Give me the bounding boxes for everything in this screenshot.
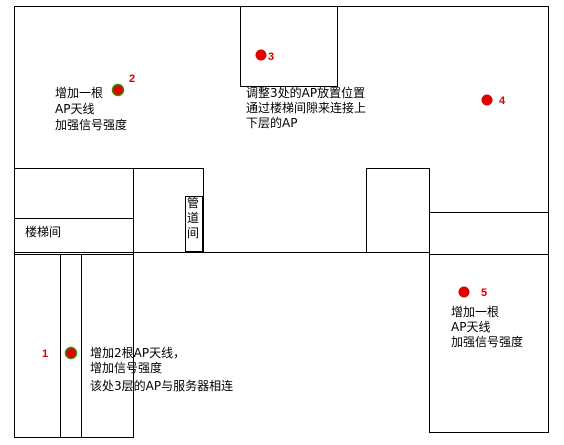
pipe-label-1: 管 xyxy=(187,195,199,210)
ap-note-3-line-1: 调整3处的AP放置位置 xyxy=(246,85,365,100)
ap-note-5-line-3: 加强信号强度 xyxy=(451,334,523,349)
ap-point-1: 1 增加2根AP天线， 增加信号强度 该处3层的AP与服务器相连 xyxy=(42,346,233,393)
ap-point-4: 4 xyxy=(481,94,506,107)
ap-number-5: 5 xyxy=(481,287,487,299)
ap-note-3-line-2: 通过楼梯间隙来连接上 xyxy=(246,100,366,115)
ap-marker-1 xyxy=(64,346,78,360)
ap-note-5-line-2: AP天线 xyxy=(451,320,490,334)
ap-note-2-line-2: AP天线 xyxy=(55,102,94,116)
middle-block xyxy=(366,168,430,253)
ap-note-1-line-1: 增加2根AP天线， xyxy=(90,346,185,360)
ap-note-3-line-3: 下层的AP xyxy=(246,115,297,130)
ap-note-2-line-3: 加强信号强度 xyxy=(55,117,127,132)
right-block xyxy=(429,212,549,433)
ap-note-5-line-1: 增加一根 xyxy=(451,305,499,319)
ap-note-1-line-2: 增加信号强度 xyxy=(90,360,162,375)
ap-marker-4 xyxy=(481,94,493,106)
top-room xyxy=(240,6,338,87)
pipe-label-2: 道 xyxy=(187,211,199,225)
ap-number-3: 3 xyxy=(268,51,274,63)
stair-block xyxy=(14,168,134,255)
ap-note-1-line-3: 该处3层的AP与服务器相连 xyxy=(90,378,233,393)
ap-point-2: 2 增加一根 AP天线 加强信号强度 xyxy=(55,73,135,132)
lower-corridor xyxy=(60,254,82,438)
stair-label: 楼梯间 xyxy=(25,224,61,239)
ap-note-2-line-1: 增加一根 xyxy=(55,86,103,100)
ap-marker-2 xyxy=(111,83,125,97)
pipe-label-3: 间 xyxy=(187,226,199,240)
ap-number-4: 4 xyxy=(499,95,506,107)
upper-floor-outline xyxy=(14,6,549,213)
ap-number-1: 1 xyxy=(42,348,48,360)
walls xyxy=(14,6,549,438)
ap-marker-3 xyxy=(255,49,267,61)
ap-point-5: 5 增加一根 AP天线 加强信号强度 xyxy=(451,286,523,349)
ap-point-3: 3 调整3处的AP放置位置 通过楼梯间隙来连接上 下层的AP xyxy=(246,49,366,130)
ap-number-2: 2 xyxy=(129,73,135,85)
pipe-box xyxy=(185,196,203,252)
ap-marker-5 xyxy=(458,286,470,298)
